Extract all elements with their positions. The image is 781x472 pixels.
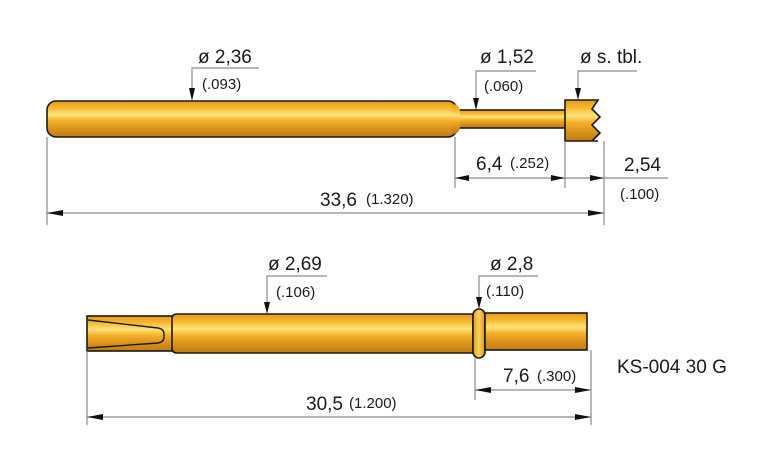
dim-label: 7,6 [503, 366, 529, 387]
dim-label: 30,5 [306, 394, 343, 415]
dim-label-inch: (1.200) [349, 395, 397, 412]
dim-label-inch: (1.320) [366, 191, 414, 208]
bottom-ring [472, 308, 486, 359]
dim-top-len-head: 2,54 (.100) [565, 155, 668, 203]
dim-label: ø s. tbl. [580, 47, 642, 68]
dim-bottom-len-end: 7,6 (.300) [475, 366, 591, 393]
dim-label-inch: (.060) [484, 78, 523, 95]
dim-label-inch: (.300) [537, 368, 576, 385]
dim-label: ø 1,52 [480, 47, 534, 68]
dim-bottom-len-total: 30,5 (1.200) [87, 394, 591, 420]
bottom-main-body [171, 313, 474, 354]
top-plunger [46, 99, 602, 142]
dim-label: 6,4 [476, 154, 503, 175]
bottom-receptacle [86, 308, 588, 359]
dim-label: ø 2,69 [268, 254, 322, 275]
dim-label: 2,54 [624, 155, 661, 176]
bottom-slot [87, 319, 165, 349]
dim-label-inch: (.093) [202, 76, 241, 93]
dim-label: 33,6 [320, 190, 357, 211]
bottom-right-tube [484, 312, 588, 351]
dim-top-dia-main: ø 2,36 (.093) [189, 47, 259, 101]
dim-bottom-dia-ring: ø 2,8 (.110) [476, 254, 538, 309]
dim-bottom-dia-main: ø 2,69 (.106) [264, 254, 327, 314]
dim-top-dia-neck: ø 1,52 (.060) [473, 47, 536, 110]
dim-top-dia-head: ø s. tbl. [575, 47, 642, 100]
dim-top-len-neck: 6,4 (.252) [455, 154, 565, 181]
top-neck [454, 109, 567, 129]
dim-label-inch: (.110) [486, 283, 524, 300]
dim-top-len-total: 33,6 (1.320) [47, 190, 604, 216]
dim-label-inch: (.100) [620, 186, 659, 203]
part-number: KS-004 30 G [617, 357, 727, 378]
top-crown-head [564, 99, 602, 142]
dim-label-inch: (.252) [510, 155, 549, 172]
dim-label: ø 2,8 [490, 254, 533, 275]
top-main-body [46, 100, 458, 138]
dim-label: ø 2,36 [198, 47, 252, 68]
dim-label-inch: (.106) [276, 284, 315, 301]
